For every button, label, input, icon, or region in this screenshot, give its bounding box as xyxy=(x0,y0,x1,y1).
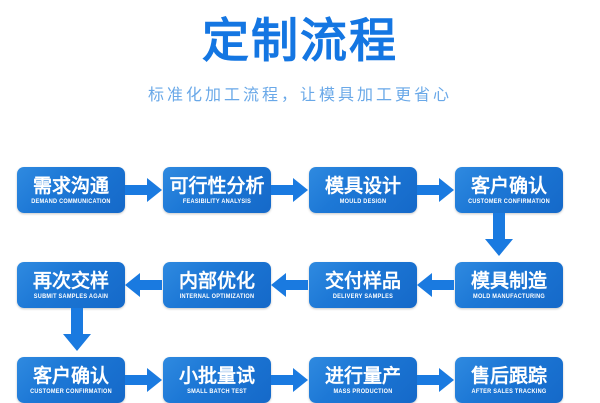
node-label-en: FEASIBILITY ANALYSIS xyxy=(182,198,252,206)
node-label-cn: 可行性分析 xyxy=(169,175,265,197)
flow-row-2: 再次交样 SUBMIT SAMPLES AGAIN 内部优化 INTERNAL … xyxy=(0,262,600,308)
flow-node-customer-confirmation-1[interactable]: 客户确认 CUSTOMER CONFIRMATION xyxy=(455,167,563,213)
flow-node-after-sales-tracking[interactable]: 售后跟踪 AFTER SALES TRACKING xyxy=(455,357,563,403)
node-label-cn: 内部优化 xyxy=(178,270,255,292)
arrow-right-icon xyxy=(125,367,163,393)
flowchart: 需求沟通 DEMAND COMMUNICATION 可行性分析 FEASIBIL… xyxy=(0,150,600,403)
node-label-en: AFTER SALES TRACKING xyxy=(471,388,547,396)
arrow-right-icon xyxy=(125,177,163,203)
flow-node-feasibility-analysis[interactable]: 可行性分析 FEASIBILITY ANALYSIS xyxy=(163,167,271,213)
arrow-left-icon xyxy=(271,272,309,298)
node-label-en: INTERNAL OPTIMIZATION xyxy=(179,293,255,301)
arrow-down-icon-row1-to-row2 xyxy=(484,213,514,257)
node-label-cn: 模具设计 xyxy=(324,175,401,197)
flow-row-3: 客户确认 CUSTOMER CONFIRMATION 小批量试 SMALL BA… xyxy=(0,357,600,403)
node-label-en: DEMAND COMMUNICATION xyxy=(31,198,111,206)
node-label-cn: 模具制造 xyxy=(470,270,547,292)
node-label-cn: 需求沟通 xyxy=(32,175,109,197)
node-label-en: CUSTOMER CONFIRMATION xyxy=(468,198,550,206)
node-label-cn: 交付样品 xyxy=(324,270,401,292)
flow-node-mold-manufacturing[interactable]: 模具制造 MOLD MANUFACTURING xyxy=(455,262,563,308)
node-label-cn: 售后跟踪 xyxy=(470,365,547,387)
node-label-en: SMALL BATCH TEST xyxy=(187,388,247,396)
flow-node-submit-samples-again[interactable]: 再次交样 SUBMIT SAMPLES AGAIN xyxy=(17,262,125,308)
node-label-cn: 小批量试 xyxy=(178,365,255,387)
node-label-en: SUBMIT SAMPLES AGAIN xyxy=(33,293,109,301)
flow-node-small-batch-test[interactable]: 小批量试 SMALL BATCH TEST xyxy=(163,357,271,403)
flow-node-delivery-samples[interactable]: 交付样品 DELIVERY SAMPLES xyxy=(309,262,417,308)
arrow-right-icon xyxy=(271,367,309,393)
flow-node-internal-optimization[interactable]: 内部优化 INTERNAL OPTIMIZATION xyxy=(163,262,271,308)
flow-node-mould-design[interactable]: 模具设计 MOULD DESIGN xyxy=(309,167,417,213)
node-label-en: MASS PRODUCTION xyxy=(333,388,393,396)
flow-row-1: 需求沟通 DEMAND COMMUNICATION 可行性分析 FEASIBIL… xyxy=(0,167,600,213)
node-label-en: MOULD DESIGN xyxy=(339,198,387,206)
node-label-cn: 客户确认 xyxy=(32,365,109,387)
header: 定制流程 标准化加工流程，让模具加工更省心 xyxy=(0,0,600,150)
arrow-right-icon xyxy=(417,367,455,393)
flow-node-demand-communication[interactable]: 需求沟通 DEMAND COMMUNICATION xyxy=(17,167,125,213)
node-label-en: DELIVERY SAMPLES xyxy=(332,293,394,301)
flow-node-customer-confirmation-2[interactable]: 客户确认 CUSTOMER CONFIRMATION xyxy=(17,357,125,403)
node-label-en: MOLD MANUFACTURING xyxy=(473,293,545,301)
arrow-right-icon xyxy=(271,177,309,203)
node-label-cn: 客户确认 xyxy=(470,175,547,197)
arrow-right-icon xyxy=(417,177,455,203)
arrow-left-icon xyxy=(125,272,163,298)
node-label-cn: 再次交样 xyxy=(32,270,109,292)
node-label-en: CUSTOMER CONFIRMATION xyxy=(30,388,112,396)
page-title: 定制流程 xyxy=(202,14,398,69)
node-label-cn: 进行量产 xyxy=(324,365,401,387)
flow-node-mass-production[interactable]: 进行量产 MASS PRODUCTION xyxy=(309,357,417,403)
arrow-left-icon xyxy=(417,272,455,298)
page-subtitle: 标准化加工流程，让模具加工更省心 xyxy=(147,85,452,104)
arrow-down-icon-row2-to-row3 xyxy=(62,308,92,352)
